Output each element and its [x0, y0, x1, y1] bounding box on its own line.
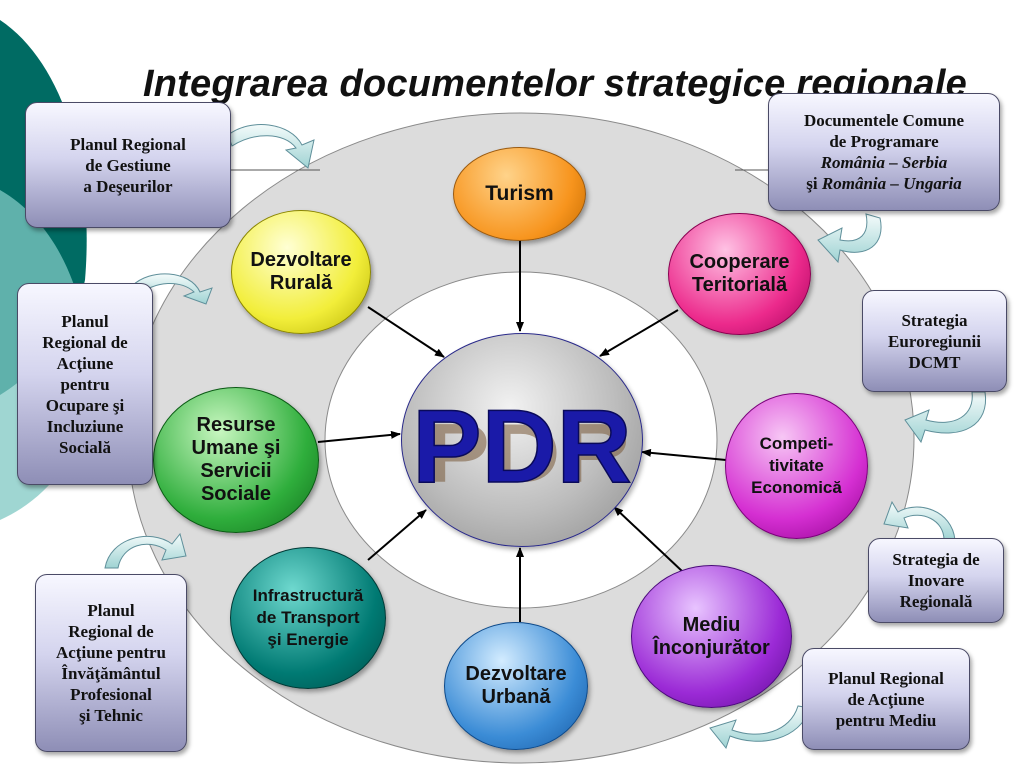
- doc-line: Euroregiunii: [888, 331, 981, 351]
- curl-arrow-invatamant: [104, 532, 187, 569]
- node-label: Turism: [485, 182, 554, 205]
- pdr-label-text: PDR: [412, 389, 632, 505]
- node-label: Umane şi: [191, 437, 281, 459]
- doc-line: Socială: [59, 437, 111, 457]
- doc-line: Ocupare şi: [45, 395, 125, 415]
- doc-line: Incluziune: [46, 416, 124, 436]
- pdr-center-circle: PDR PDR: [401, 333, 643, 547]
- doc-line: Regional de: [42, 332, 128, 352]
- pdr-label: PDR PDR: [411, 388, 632, 506]
- node-dezvoltare-urbana: Dezvoltare Urbană: [444, 622, 588, 750]
- node-infrastructura-transport: Infrastructură de Transport şi Energie: [230, 547, 386, 689]
- doc-line-prefix: şi: [806, 174, 822, 193]
- doc-line: Învăţământul: [61, 664, 161, 683]
- arrow-rural: [367, 306, 445, 358]
- curl-arrow-comune: [817, 213, 882, 264]
- doc-line: Acţiune pentru: [55, 643, 167, 662]
- curl-arrow-dcmt: [904, 391, 987, 444]
- node-label: Sociale: [200, 483, 272, 505]
- node-label: Rurală: [269, 272, 333, 294]
- arrow-mediu: [613, 506, 684, 573]
- doc-line: a Deşeurilor: [83, 176, 173, 196]
- doc-line: România – Serbia: [820, 153, 948, 172]
- pdr-label-shadow: PDR: [425, 408, 632, 501]
- doc-line: Profesional: [70, 685, 152, 704]
- doc-line: DCMT: [908, 352, 961, 372]
- doc-line: Planul Regional: [70, 134, 186, 154]
- doc-line: de Acţiune: [847, 689, 925, 709]
- node-label: Competi-: [759, 434, 834, 453]
- node-label: Urbană: [481, 686, 551, 708]
- node-label: Cooperare: [689, 251, 790, 273]
- arrow-cooperare: [599, 309, 679, 357]
- node-dezvoltare-rurala: Dezvoltare Rurală: [231, 210, 371, 334]
- arrow-competitivitate: [641, 448, 727, 461]
- node-label: Teritorială: [691, 274, 788, 296]
- doc-line-italic: România – Ungaria: [821, 174, 962, 193]
- node-label: şi Energie: [267, 630, 349, 649]
- node-cooperare-teritoriala: Cooperare Teritorială: [668, 213, 811, 335]
- node-resurse-umane: Resurse Umane şi Servicii Sociale: [153, 387, 319, 533]
- doc-line: Planul: [61, 311, 109, 331]
- doc-line: pentru Mediu: [835, 710, 937, 730]
- curl-arrow-deseuri: [227, 124, 315, 169]
- node-label: Infrastructură: [252, 586, 364, 605]
- node-competitivitate-economica: Competi- tivitate Economică: [725, 393, 868, 539]
- doc-strategia-dcmt: Strategia Euroregiunii DCMT: [862, 290, 1007, 392]
- node-turism: Turism: [453, 147, 586, 241]
- node-label: Mediu: [682, 613, 741, 636]
- doc-line: şi Tehnic: [79, 706, 143, 725]
- doc-line: de Programare: [829, 132, 939, 151]
- node-label: Economică: [751, 478, 842, 497]
- node-label: Dezvoltare: [250, 249, 352, 271]
- doc-strategia-inovare: Strategia de Inovare Regională: [868, 538, 1004, 623]
- node-label: tivitate: [769, 456, 824, 475]
- doc-line: Regional de: [68, 622, 154, 641]
- node-label: Înconjurător: [653, 636, 770, 659]
- curl-arrow-ocupare: [131, 273, 213, 305]
- doc-line: Documentele Comune: [803, 111, 965, 130]
- node-label: Servicii: [200, 460, 272, 482]
- doc-line-combo: şi România – Ungaria: [806, 173, 961, 194]
- doc-line: Inovare: [907, 571, 965, 590]
- doc-plan-mediu: Planul Regional de Acţiune pentru Mediu: [802, 648, 970, 750]
- doc-documente-comune: Documentele Comune de Programare România…: [768, 93, 1000, 211]
- doc-plan-invatamant: Planul Regional de Acţiune pentru Învăţă…: [35, 574, 187, 752]
- doc-plan-deseuri: Planul Regional de Gestiune a Deşeurilor: [25, 102, 231, 228]
- node-label: de Transport: [256, 608, 360, 627]
- node-label: Resurse: [196, 414, 276, 436]
- doc-line: Acţiune: [56, 353, 114, 373]
- arrow-resurse: [317, 430, 401, 443]
- doc-line: Planul: [87, 601, 135, 620]
- doc-line: pentru: [60, 374, 110, 394]
- doc-line: Regională: [899, 592, 973, 611]
- doc-line: de Gestiune: [85, 155, 171, 175]
- arrow-infrastructura: [367, 509, 427, 561]
- doc-line: Strategia: [901, 310, 968, 330]
- curl-arrow-mediu: [709, 705, 811, 750]
- node-label: Dezvoltare: [465, 663, 567, 685]
- doc-line: Strategia de: [892, 550, 980, 569]
- curl-arrow-inovare: [883, 500, 956, 541]
- doc-line: Planul Regional: [828, 668, 944, 688]
- node-mediu-inconjurator: Mediu Înconjurător: [631, 565, 792, 708]
- doc-plan-ocupare: Planul Regional de Acţiune pentru Ocupar…: [17, 283, 153, 485]
